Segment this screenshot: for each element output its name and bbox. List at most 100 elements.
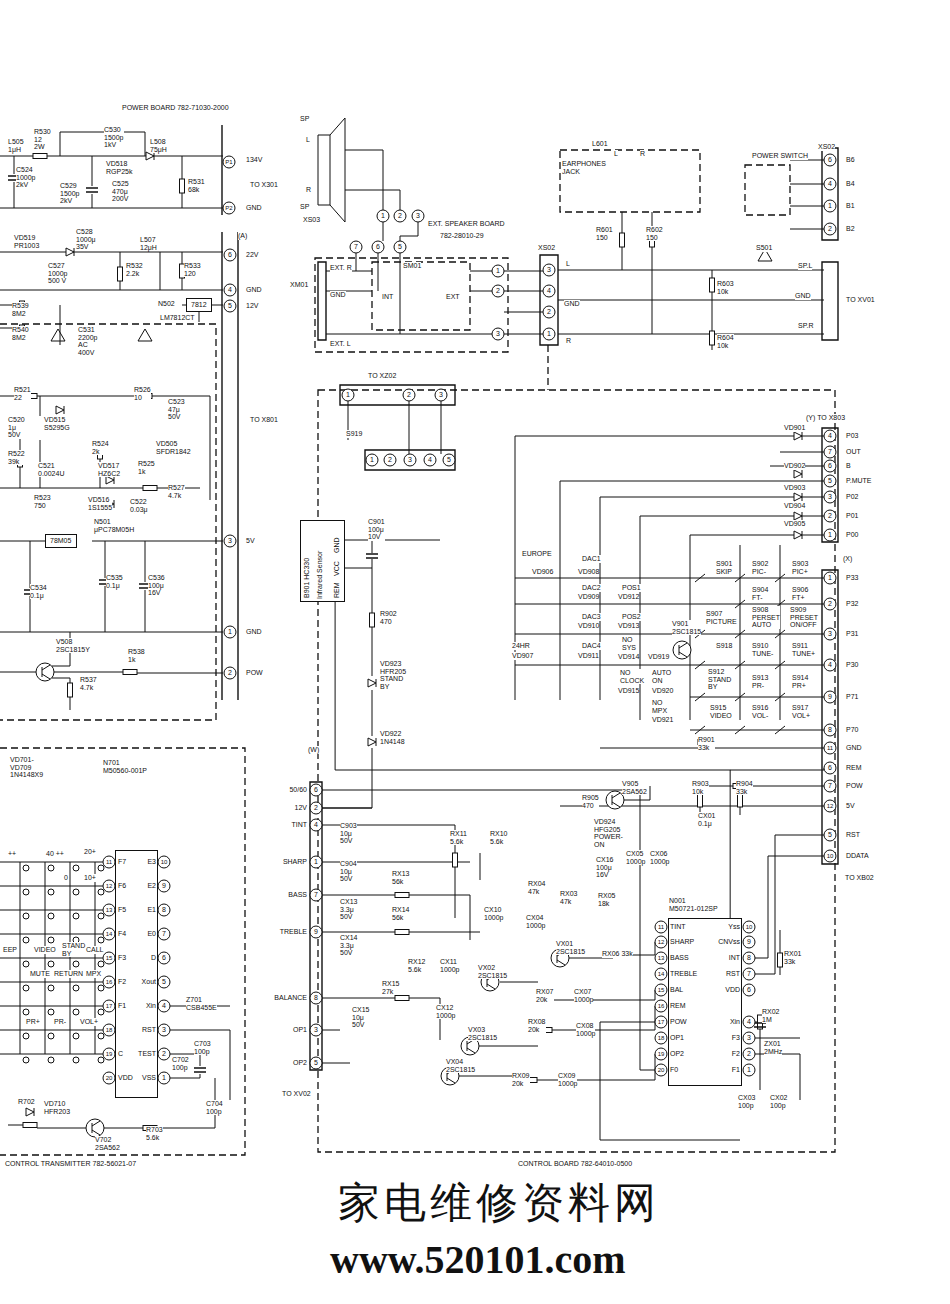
pin-circle — [824, 529, 836, 541]
part-label: C904 10μ 50V — [340, 860, 357, 883]
pin-number: 3 — [824, 491, 836, 503]
wire — [755, 835, 824, 974]
wire — [120, 281, 121, 290]
wire — [30, 541, 31, 588]
part-label: VIDEO — [34, 946, 56, 954]
resistor-symbol — [395, 893, 409, 898]
diode-symbol — [26, 1108, 34, 1116]
pin-circle — [655, 1032, 667, 1044]
wire — [0, 328, 22, 329]
pin-number: 6 — [824, 762, 836, 774]
part-label: VD920 — [652, 687, 673, 695]
pin-number: 1 — [492, 265, 504, 277]
pin-circle — [158, 1072, 170, 1084]
part-label: CX04 1000p — [526, 914, 545, 929]
wire — [409, 932, 480, 933]
pin-circle — [492, 285, 504, 297]
wire — [0, 1006, 103, 1007]
pin-circle — [394, 241, 406, 253]
part-label: (W) — [308, 746, 319, 754]
pin-circle — [310, 1057, 322, 1069]
resistor-symbol — [138, 394, 152, 399]
part-label: SP — [300, 115, 309, 123]
wire — [137, 673, 223, 674]
pin-circle — [543, 306, 555, 318]
pin-circle — [224, 284, 236, 296]
wire — [409, 895, 470, 940]
part-label: CX05 1000p — [626, 850, 645, 865]
part-label: RX11 5.6k — [450, 830, 467, 845]
pin-circle — [158, 856, 170, 868]
pin-number: 3 — [492, 328, 504, 340]
wire — [170, 1006, 230, 1007]
pin-circle — [824, 491, 836, 503]
wire — [690, 535, 824, 720]
part-label: TINT — [291, 821, 307, 829]
key-contact — [48, 961, 54, 967]
wire — [124, 132, 145, 156]
part-label: 40 ++ — [46, 850, 64, 858]
key-contact — [98, 961, 104, 967]
pin-circle — [350, 241, 362, 253]
wire — [479, 1046, 538, 1047]
wire — [348, 401, 349, 440]
resistor-symbol — [118, 267, 123, 281]
wire — [104, 1128, 143, 1129]
pin-number: 3 — [824, 628, 836, 640]
part-label: VD903 — [784, 484, 805, 492]
pin-number: 2 — [394, 210, 406, 222]
pin-number: 5 — [310, 1057, 322, 1069]
connector-strip — [365, 450, 455, 470]
part-label: RX12 5.6k — [408, 958, 426, 973]
pin-circle — [103, 1000, 115, 1012]
wire — [37, 396, 138, 397]
wire — [322, 932, 395, 933]
pin-circle — [743, 1032, 755, 1044]
warning-triangle — [138, 329, 152, 341]
wire — [0, 934, 103, 935]
part-label: RX01 33k — [784, 950, 802, 965]
wire — [558, 270, 824, 271]
part-label: C527 1000p 500 V — [48, 262, 70, 285]
pin-circle — [310, 856, 322, 868]
part-label: R533 120 — [184, 262, 201, 277]
pin-circle — [158, 976, 170, 988]
part-label: S901 SKIP — [716, 560, 732, 575]
switch-symbol — [695, 630, 705, 638]
part-label: 50/60 — [289, 786, 307, 794]
pin-circle — [158, 904, 170, 916]
diode-symbol — [794, 470, 802, 478]
part-label: ++ — [8, 850, 16, 858]
part-label: 5V — [846, 802, 855, 810]
wire — [690, 697, 824, 698]
part-label: R902 470 — [380, 610, 397, 625]
wire — [600, 497, 824, 700]
board-outline — [745, 165, 790, 215]
pin-number: 7 — [743, 968, 755, 980]
wire — [322, 862, 470, 863]
pin-number: 2 — [824, 598, 836, 610]
wire — [372, 627, 373, 676]
part-label: P.MUTE — [846, 477, 872, 485]
switch-symbol — [775, 630, 785, 638]
pin-number: 6 — [743, 984, 755, 996]
pin-number: 19 — [655, 1048, 667, 1060]
part-label: L507 12μH — [140, 236, 157, 251]
wire — [560, 481, 824, 700]
part-label: XS02 — [818, 143, 835, 151]
part-label: V508 2SC1815Y — [56, 638, 90, 653]
part-label: C523 47μ 50V — [168, 398, 185, 421]
wire — [712, 292, 713, 300]
pin-circle — [824, 829, 836, 841]
wire — [322, 825, 455, 853]
wire — [182, 278, 183, 290]
pin-circle — [655, 936, 667, 948]
part-label: (Y) TO X803 — [806, 414, 845, 422]
wire — [92, 541, 223, 542]
pin-number: 1 — [824, 572, 836, 584]
wire — [345, 190, 400, 210]
part-label: VX04 2SC1815 — [446, 1058, 475, 1073]
wire — [747, 786, 824, 787]
key-contact — [23, 889, 29, 895]
part-label: P30 — [846, 661, 858, 669]
